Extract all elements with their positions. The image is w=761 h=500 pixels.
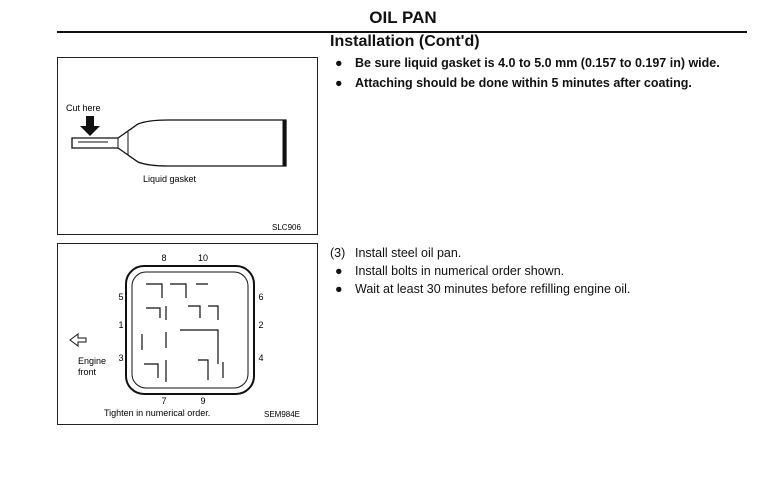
list-item: ●Wait at least 30 minutes before refilli… [335, 282, 631, 296]
svg-text:5: 5 [118, 292, 123, 302]
step-number: (3) [330, 246, 346, 260]
svg-text:1: 1 [118, 320, 123, 330]
engine-label: Engine [78, 356, 106, 366]
svg-text:2: 2 [258, 320, 263, 330]
cut-here-label: Cut here [66, 103, 101, 113]
svg-text:10: 10 [198, 253, 208, 263]
liquid-gasket-figure: Cut here Liquid gasket SLC906 [57, 57, 318, 235]
section-heading: Installation (Cont'd) [330, 33, 480, 50]
bolt-numbers: 1 2 3 4 5 6 7 8 9 10 [118, 253, 263, 406]
arrow-left-icon [69, 333, 87, 347]
svg-text:9: 9 [200, 396, 205, 406]
front-label: front [78, 367, 97, 377]
bullet-icon: ● [335, 264, 343, 278]
svg-text:4: 4 [258, 353, 263, 363]
svg-text:3: 3 [118, 353, 123, 363]
svg-text:6: 6 [258, 292, 263, 302]
bullet-icon: ● [335, 76, 343, 90]
svg-text:8: 8 [161, 253, 166, 263]
list-item: ●Install bolts in numerical order shown. [335, 264, 565, 278]
figure-code: SEM984E [264, 410, 300, 419]
figure-code: SLC906 [272, 223, 301, 232]
liquid-gasket-label: Liquid gasket [143, 174, 197, 184]
list-item: ●Be sure liquid gasket is 4.0 to 5.0 mm … [335, 56, 720, 70]
gasket-tube-illustration: Cut here Liquid gasket SLC906 [66, 103, 301, 232]
bullet-icon: ● [335, 282, 343, 296]
oil-pan-illustration: Engine front 1 2 3 4 5 6 7 8 9 10 Tighte… [69, 253, 300, 419]
step-item: (3)Install steel oil pan. [330, 246, 462, 260]
figure-caption: Tighten in numerical order. [104, 408, 210, 418]
list-item: ●Attaching should be done within 5 minut… [335, 76, 692, 90]
gasket-notes-list: ●Be sure liquid gasket is 4.0 to 5.0 mm … [332, 55, 747, 95]
install-steps-list: (3)Install steel oil pan. ●Install bolts… [330, 245, 747, 299]
arrow-down-icon [80, 116, 100, 136]
page-title: OIL PAN [369, 8, 437, 27]
bolt-order-figure: Engine front 1 2 3 4 5 6 7 8 9 10 Tighte… [57, 243, 318, 425]
svg-text:7: 7 [161, 396, 166, 406]
title-divider [57, 31, 747, 33]
bullet-icon: ● [335, 56, 343, 70]
